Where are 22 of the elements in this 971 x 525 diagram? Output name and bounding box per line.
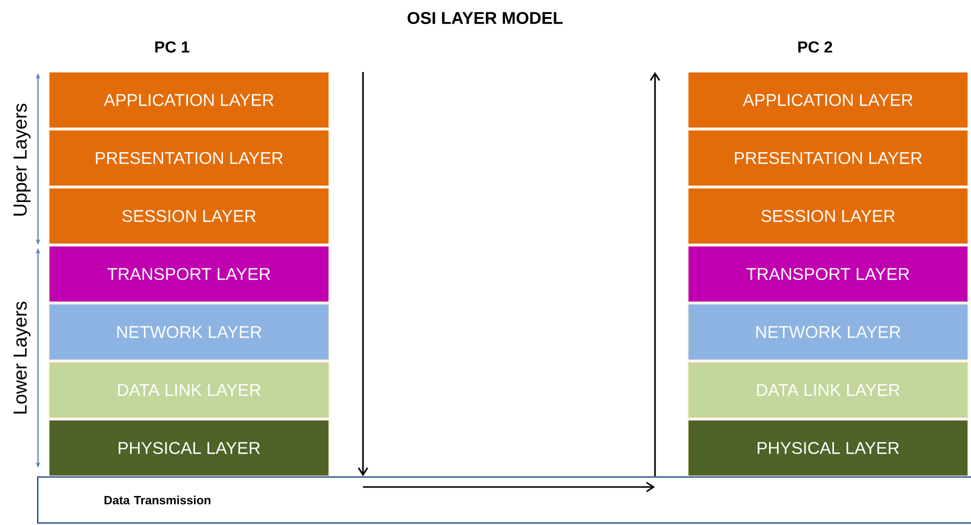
layer-box: APPLICATION LAYER xyxy=(48,72,330,128)
layer-box: DATA LINK LAYER xyxy=(48,362,330,418)
layer-box: PRESENTATION LAYER xyxy=(48,130,330,186)
group-label: Lower Layers xyxy=(14,302,30,414)
stack-heading: PC 1 xyxy=(155,41,190,53)
group-label: Upper Layers xyxy=(14,104,30,216)
layer-box: APPLICATION LAYER xyxy=(688,72,968,128)
layer-box: NETWORK LAYER xyxy=(48,304,330,360)
layer-box: SESSION LAYER xyxy=(48,188,330,244)
layer-box: TRANSPORT LAYER xyxy=(48,246,330,302)
arrow xyxy=(358,72,368,476)
layer-box: DATA LINK LAYER xyxy=(688,362,968,418)
stack-heading: PC 2 xyxy=(798,41,832,53)
arrow xyxy=(650,72,660,476)
layer-box: PHYSICAL LAYER xyxy=(688,420,968,476)
title: OSI LAYER MODEL xyxy=(408,12,563,24)
transmission-box: Data Transmission xyxy=(37,476,971,524)
layer-box: SESSION LAYER xyxy=(688,188,968,244)
layer-box: PRESENTATION LAYER xyxy=(688,130,968,186)
layer-box: TRANSPORT LAYER xyxy=(688,246,968,302)
layer-box: NETWORK LAYER xyxy=(688,304,968,360)
layer-box: PHYSICAL LAYER xyxy=(48,420,330,476)
